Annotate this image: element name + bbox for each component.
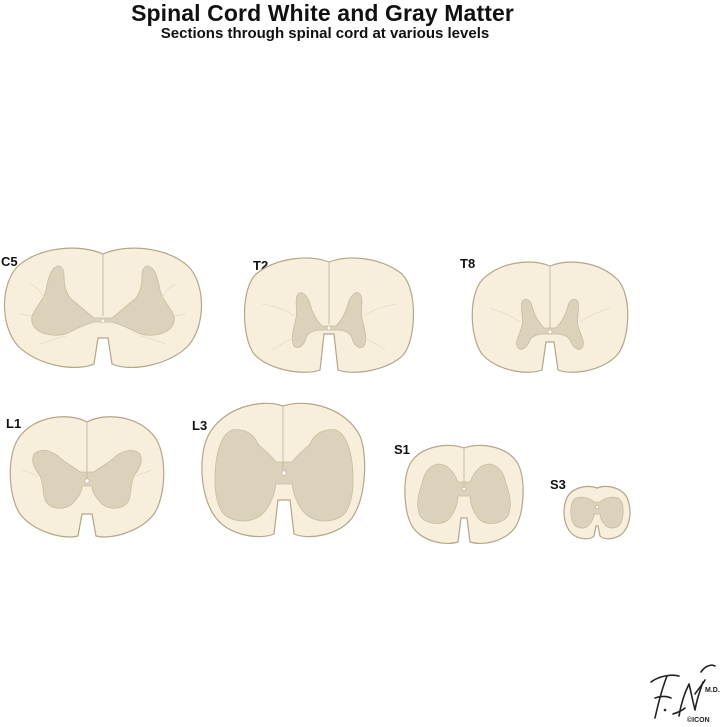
section-t2 — [243, 257, 415, 373]
section-l1 — [9, 416, 165, 538]
section-s1 — [404, 444, 524, 545]
central-canal — [84, 478, 90, 484]
section-l3 — [201, 402, 366, 538]
central-canal — [595, 505, 599, 509]
section-c5 — [3, 247, 203, 369]
gray-matter — [31, 265, 175, 336]
central-canal — [326, 325, 332, 331]
gray-matter — [291, 292, 367, 348]
netter-signature: M.D. ©ICON — [650, 664, 720, 724]
section-s3 — [563, 485, 631, 540]
label-l3: L3 — [192, 418, 208, 433]
label-l1: L1 — [6, 416, 22, 431]
central-canal — [281, 470, 287, 476]
svg-text:M.D.: M.D. — [705, 687, 720, 694]
page-title: Spinal Cord White and Gray Matter — [131, 0, 514, 26]
section-t8 — [471, 261, 629, 373]
gray-matter — [516, 298, 584, 350]
central-canal — [547, 329, 553, 335]
label-c5: C5 — [1, 254, 18, 269]
gray-matter — [570, 496, 624, 529]
central-canal — [100, 318, 106, 324]
gray-matter — [417, 463, 511, 524]
label-s1: S1 — [394, 442, 410, 457]
central-canal — [461, 486, 467, 492]
page-subtitle: Sections through spinal cord at various … — [160, 25, 490, 42]
svg-text:©ICON: ©ICON — [687, 716, 710, 724]
label-s3: S3 — [550, 477, 566, 492]
label-t8: T8 — [460, 256, 476, 271]
